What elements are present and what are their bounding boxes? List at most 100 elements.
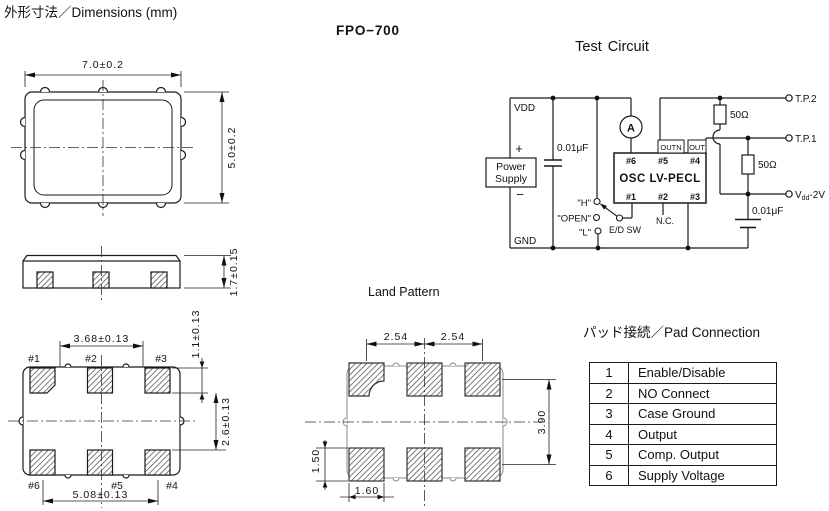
osc-label: OSC LV-PECL bbox=[619, 173, 700, 185]
dim-thickness-label: 1.7±0.15 bbox=[228, 248, 240, 297]
dim-pitch-lines bbox=[366, 339, 483, 361]
capacitor-left-icon bbox=[544, 159, 562, 167]
sw-h-label: "H" bbox=[577, 198, 591, 209]
sw-name-label: E/D SW bbox=[609, 225, 642, 235]
switch-pos-h bbox=[593, 197, 601, 206]
dim-bottom-span-label: 5.08±0.13 bbox=[73, 489, 129, 501]
power-supply-line1: Power bbox=[496, 161, 526, 173]
page-title: 外形寸法／Dimensions (mm) bbox=[4, 5, 177, 20]
pad-1 bbox=[29, 367, 56, 394]
vdd2v-terminal bbox=[785, 190, 793, 198]
land-pads bbox=[348, 362, 501, 482]
resistor-mid-icon bbox=[741, 154, 755, 175]
cap-left-label: 0.01μF bbox=[557, 143, 588, 154]
nc-label: N.C. bbox=[656, 216, 674, 226]
pin6-label: #6 bbox=[626, 156, 636, 166]
resistor-top-label: 50Ω bbox=[730, 110, 749, 121]
pin1-label: #1 bbox=[626, 192, 636, 202]
pad-6 bbox=[29, 449, 56, 476]
ammeter-label: A bbox=[627, 123, 635, 135]
pin2-label: #2 bbox=[658, 192, 668, 202]
sw-l-label: "L" bbox=[579, 228, 591, 239]
land-centerlines bbox=[305, 338, 545, 509]
dim-bottom-span-lines bbox=[42, 480, 159, 505]
tp2-terminal bbox=[785, 94, 793, 102]
land-pattern-title: Land Pattern bbox=[368, 285, 440, 299]
switch-common bbox=[615, 214, 624, 222]
bottom-pad-labels: #1 #2 #3 #6 #5 #4 bbox=[28, 353, 178, 492]
pad-3 bbox=[144, 367, 171, 394]
switch-pos-open bbox=[592, 213, 601, 222]
pad4-label: #4 bbox=[166, 480, 178, 492]
table-row: 2 NO Connect bbox=[590, 382, 776, 403]
pad5-label: #5 bbox=[111, 480, 123, 492]
bottom-pads bbox=[29, 367, 171, 476]
switch-arrowhead bbox=[600, 203, 607, 210]
vdd-label: VDD bbox=[514, 103, 535, 114]
pad-4 bbox=[144, 449, 171, 476]
test-circuit-title: Test Circuit bbox=[575, 39, 649, 55]
package-top-view: 7.0±0.2 5.0±0.2 bbox=[11, 59, 238, 216]
package-bottom-view: #1 #2 #3 #6 #5 #4 3.68±0.13 5.08±0.13 bbox=[8, 310, 232, 508]
pad-function: NO Connect bbox=[638, 385, 710, 401]
pad-function: Comp. Output bbox=[638, 447, 719, 463]
pad2-label: #2 bbox=[85, 353, 97, 365]
osc-block bbox=[613, 152, 707, 204]
side-view-pads bbox=[36, 271, 168, 289]
pad-function: Case Ground bbox=[638, 406, 716, 422]
dim-pitch-left-label: 2.54 bbox=[384, 331, 408, 343]
dim-land-pad-width-lines bbox=[340, 483, 394, 502]
pad-function: Supply Voltage bbox=[638, 467, 725, 483]
dim-land-pad-height-lines bbox=[316, 440, 348, 490]
dim-vertical-lines bbox=[502, 379, 556, 465]
land-pad-6 bbox=[348, 447, 385, 482]
ammeter-icon bbox=[619, 115, 643, 139]
dim-land-pad-height-label: 1.50 bbox=[310, 449, 322, 473]
pad-number: 6 bbox=[590, 465, 629, 485]
dim-height-label: 5.0±0.2 bbox=[226, 127, 238, 169]
model-number: FPO−700 bbox=[336, 23, 400, 38]
dim-top-span-label: 3.68±0.13 bbox=[74, 333, 130, 345]
pad-5 bbox=[86, 449, 114, 476]
pin3-label: #3 bbox=[690, 192, 700, 202]
pin4-label: #4 bbox=[690, 156, 700, 166]
dim-row-gap-lines bbox=[172, 393, 226, 451]
land-pattern: 2.54 2.54 3.90 1.50 1.60 bbox=[305, 331, 556, 509]
pad-connection-title: パッド接続／Pad Connection bbox=[583, 325, 761, 340]
centerlines bbox=[11, 80, 195, 216]
cap-right-label: 0.01μF bbox=[752, 206, 783, 217]
power-supply-line2: Supply bbox=[495, 173, 528, 185]
outn-tab bbox=[657, 139, 685, 154]
tp1-terminal bbox=[785, 134, 793, 142]
dim-top-span-lines bbox=[59, 341, 144, 366]
pad1-label: #1 bbox=[28, 353, 40, 365]
pad-number: 4 bbox=[590, 424, 629, 444]
outn-label: OUTN bbox=[660, 143, 681, 152]
dim-vertical-label: 3.90 bbox=[536, 410, 548, 434]
pad-function: Enable/Disable bbox=[638, 365, 726, 381]
table-row: 1 Enable/Disable bbox=[590, 363, 776, 383]
dim-width-label: 7.0±0.2 bbox=[82, 59, 124, 71]
gnd-label: GND bbox=[514, 236, 536, 247]
table-row: 6 Supply Voltage bbox=[590, 464, 776, 485]
circuit-wires bbox=[509, 97, 786, 249]
tp1-label: T.P.1 bbox=[795, 134, 817, 145]
switch-labels: "H" "OPEN" "L" E/D SW N.C. bbox=[557, 198, 674, 239]
dim-pitch-right-label: 2.54 bbox=[441, 331, 465, 343]
power-supply-box bbox=[485, 157, 537, 188]
pad-number: 1 bbox=[590, 363, 629, 383]
pin5-label: #5 bbox=[658, 156, 668, 166]
dim-pad-height-label: 1.1±0.13 bbox=[190, 310, 202, 359]
resistor-top-icon bbox=[713, 104, 727, 125]
dim-row-gap-label: 2.6±0.13 bbox=[220, 397, 232, 446]
vdd2v-label: Vdd-2V bbox=[795, 190, 825, 202]
ed-switch bbox=[592, 197, 624, 235]
junction-dots bbox=[550, 95, 751, 251]
power-supply-labels: Power Supply bbox=[495, 161, 528, 185]
table-row: 3 Case Ground bbox=[590, 403, 776, 424]
pad-2 bbox=[86, 367, 114, 394]
land-pad-1 bbox=[348, 362, 385, 397]
minus-sign: − bbox=[516, 187, 524, 202]
